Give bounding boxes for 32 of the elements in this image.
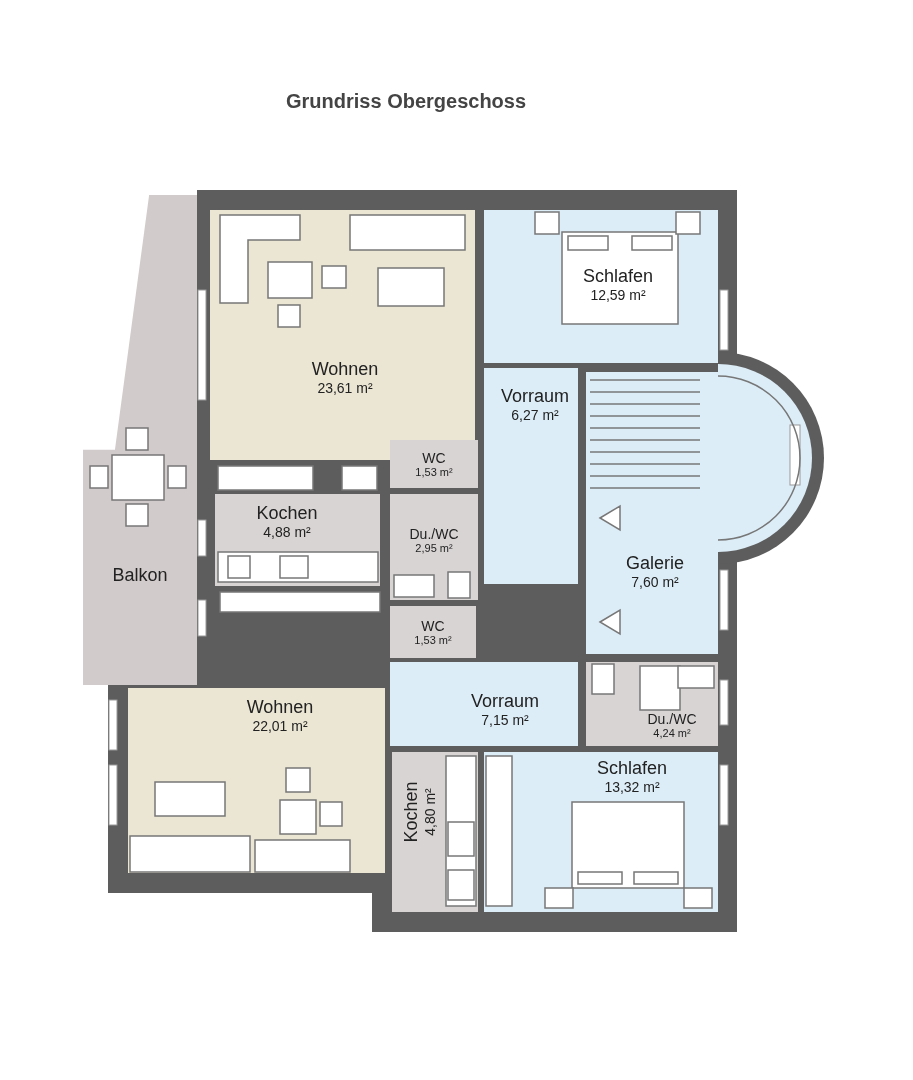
toilet-room	[390, 606, 476, 658]
room-name: Wohnen	[311, 359, 379, 380]
room-area: 12,59 m²	[582, 287, 654, 304]
room-area: 13,32 m²	[596, 779, 668, 796]
room-area: 7,60 m²	[626, 574, 684, 591]
plan-title: Grundriss Obergeschoss	[286, 90, 527, 113]
room-area: 7,15 m²	[471, 712, 539, 729]
room-name: Kochen	[256, 503, 318, 524]
room-area: 22,01 m²	[246, 718, 314, 735]
room-name: Kochen	[401, 781, 422, 843]
room-name: Wohnen	[246, 697, 314, 718]
room-name: Du./WC	[409, 525, 459, 542]
room-name: Schlafen	[582, 266, 654, 287]
room-area: 23,61 m²	[311, 380, 379, 397]
room-area: 2,95 m²	[409, 541, 459, 555]
room-area: 1,53 m²	[414, 633, 452, 647]
room-name: Du./WC	[647, 710, 697, 727]
room-area: 4,24 m²	[647, 726, 697, 740]
room-name: Vorraum	[471, 691, 539, 712]
hallway	[390, 662, 578, 746]
room-area: 4,88 m²	[256, 524, 318, 541]
room-area: 4,80 m²	[422, 781, 439, 843]
room-area: 6,27 m²	[501, 407, 569, 424]
room-name: Schlafen	[596, 758, 668, 779]
toilet-room	[390, 440, 478, 488]
hallway	[484, 368, 578, 584]
room-name: Galerie	[626, 553, 684, 574]
room-name: Vorraum	[501, 386, 569, 407]
room-name: Balkon	[112, 564, 168, 586]
room-area: 1,53 m²	[415, 465, 453, 479]
room-name: WC	[421, 449, 447, 466]
room-name: WC	[420, 617, 446, 634]
